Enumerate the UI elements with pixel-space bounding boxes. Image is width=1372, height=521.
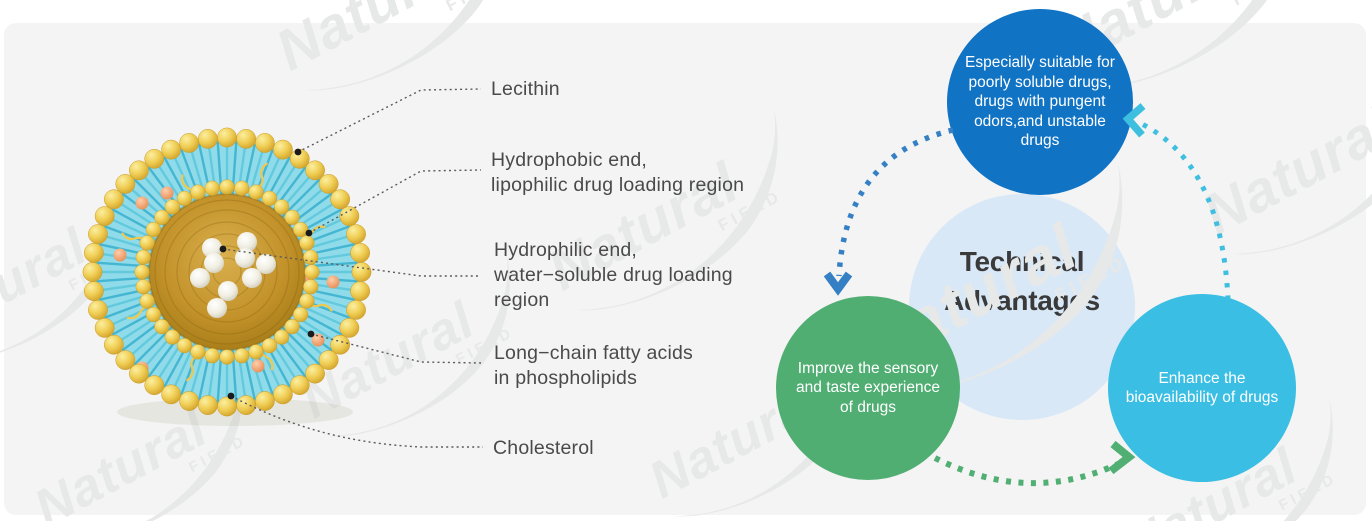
label-line: Hydrophilic end, xyxy=(494,239,638,261)
label-hydrophobic-end: Hydrophobic end, lipophilic drug loading… xyxy=(491,148,744,198)
label-line: Cholesterol xyxy=(493,437,594,459)
leader-dot xyxy=(307,330,315,338)
text-line: bioavailability of drugs xyxy=(1125,389,1279,406)
label-long-chain-fatty-acids: Long−chain fatty acids in phospholipids xyxy=(494,341,693,391)
text-line: of drugs xyxy=(839,398,896,416)
advantage-circle-sensory: Improve the sensory and taste experience… xyxy=(776,296,960,480)
text-line: poorly soluble drugs, xyxy=(968,73,1112,91)
label-cholesterol: Cholesterol xyxy=(493,436,594,461)
label-line: water−soluble drug loading xyxy=(494,264,733,286)
liposome-body xyxy=(82,127,372,426)
label-lecithin: Lecithin xyxy=(491,77,560,102)
advantage-circle-bioavailability: Enhance the bioavailability of drugs xyxy=(1108,294,1296,482)
leader-line-hydrophobic xyxy=(308,169,482,234)
advantages-title: Technical Advantages xyxy=(944,242,1100,320)
svg-text:FIELD: FIELD xyxy=(1229,0,1303,9)
leader-dot xyxy=(294,148,302,156)
label-line: lipophilic drug loading region xyxy=(491,174,745,196)
leader-line-lecithin xyxy=(297,88,482,153)
text-line: drugs with pungent xyxy=(974,93,1106,111)
label-line: Lecithin xyxy=(491,78,560,100)
title-line: Advantages xyxy=(944,285,1100,316)
advantage-text: Improve the sensory and taste experience… xyxy=(796,359,940,418)
label-line: Hydrophobic end, xyxy=(491,149,648,171)
leader-dot xyxy=(305,229,313,237)
text-line: drugs xyxy=(1020,132,1060,150)
advantage-text: Enhance the bioavailability of drugs xyxy=(1126,369,1279,408)
advantage-circle-suitability: Especially suitable for poorly soluble d… xyxy=(947,9,1133,195)
liposome-illustration xyxy=(82,88,483,448)
text-line: odors,and unstable xyxy=(974,112,1106,130)
text-line: Especially suitable for xyxy=(965,54,1115,72)
leader-dot xyxy=(227,392,235,400)
label-line: Long−chain fatty acids xyxy=(494,342,693,364)
text-line: Enhance the xyxy=(1158,369,1246,387)
text-line: Improve the sensory xyxy=(797,359,939,377)
label-line: in phospholipids xyxy=(494,367,638,389)
text-line: and taste experience xyxy=(796,379,940,397)
label-hydrophilic-end: Hydrophilic end, water−soluble drug load… xyxy=(494,238,733,313)
leader-dot xyxy=(219,245,227,253)
label-line: region xyxy=(494,289,550,311)
title-line: Technical xyxy=(959,246,1085,277)
advantage-text: Especially suitable for poorly soluble d… xyxy=(965,53,1115,151)
